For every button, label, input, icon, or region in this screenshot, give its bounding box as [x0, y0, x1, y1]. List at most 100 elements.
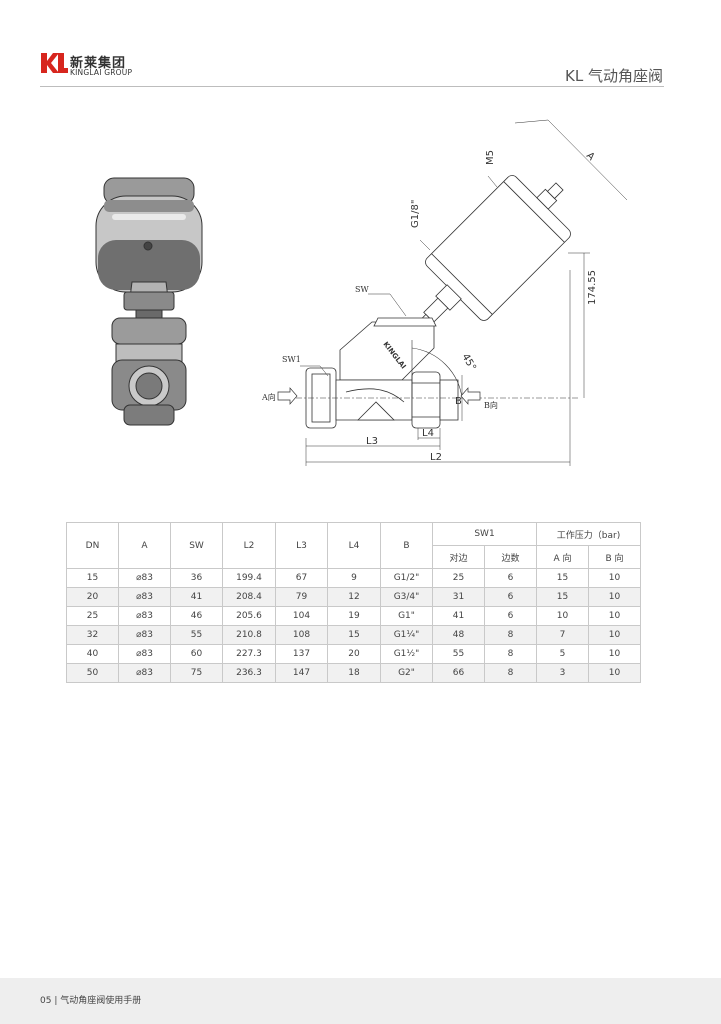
cell-sw1-sides: 6 — [484, 587, 537, 607]
col-header-sw1-sides: 边数 — [484, 545, 537, 569]
cell-l4: 19 — [327, 606, 381, 626]
technical-drawing: A M5 G1/8" 174.55 SW SW1 45° A向 B向 B L4 … — [0, 110, 721, 480]
dim-label-height: 174.55 — [587, 270, 598, 305]
cell-a: ⌀83 — [118, 663, 171, 683]
table-row: 50 ⌀83 75 236.3 147 18 G2" 66 8 3 10 — [66, 663, 642, 683]
cell-dn: 20 — [66, 587, 119, 607]
brand-name-en: KINGLAI GROUP — [70, 68, 133, 77]
cell-sw1-flat: 41 — [432, 606, 485, 626]
cell-pressure-a: 5 — [536, 644, 589, 664]
cell-l4: 15 — [327, 625, 381, 645]
cell-sw: 41 — [170, 587, 223, 607]
cell-l3: 67 — [275, 568, 328, 588]
cell-pressure-b: 10 — [587, 644, 642, 664]
dim-label-a: A — [584, 150, 597, 163]
col-header-b: B — [380, 522, 433, 569]
col-header-dn: DN — [66, 522, 119, 569]
cell-b: G1/2" — [380, 568, 433, 588]
cell-sw1-sides: 8 — [484, 663, 537, 683]
cell-dn: 50 — [66, 663, 119, 683]
dim-label-b: B — [455, 396, 462, 407]
cell-sw1-flat: 25 — [432, 568, 485, 588]
cell-pressure-a: 10 — [536, 606, 589, 626]
cell-l4: 9 — [327, 568, 381, 588]
cell-a: ⌀83 — [118, 644, 171, 664]
cell-dn: 32 — [66, 625, 119, 645]
cell-l3: 79 — [275, 587, 328, 607]
col-header-l3: L3 — [275, 522, 328, 569]
dim-label-m5: M5 — [485, 150, 496, 165]
cell-sw1-flat: 48 — [432, 625, 485, 645]
cell-pressure-a: 15 — [536, 568, 589, 588]
col-header-sw1-flat: 对边 — [432, 545, 485, 569]
cell-b: G1¼" — [380, 625, 433, 645]
table-row: 40 ⌀83 60 227.3 137 20 G1½" 55 8 5 10 — [66, 644, 642, 664]
page-footer: 05 | 气动角座阀使用手册 — [0, 978, 721, 1024]
flow-label-b: B向 — [484, 400, 498, 410]
cell-a: ⌀83 — [118, 568, 171, 588]
cell-sw: 60 — [170, 644, 223, 664]
cell-sw1-sides: 6 — [484, 606, 537, 626]
cell-pressure-b: 10 — [587, 587, 642, 607]
dim-label-angle: 45° — [459, 352, 477, 373]
col-header-pressure: 工作压力（bar) — [535, 522, 642, 546]
cell-sw: 46 — [170, 606, 223, 626]
cell-sw: 75 — [170, 663, 223, 683]
cell-dn: 25 — [66, 606, 119, 626]
cell-l3: 147 — [275, 663, 328, 683]
cell-a: ⌀83 — [118, 587, 171, 607]
table-row: 25 ⌀83 46 205.6 104 19 G1" 41 6 10 10 — [66, 606, 642, 626]
col-header-sw: SW — [170, 522, 223, 569]
cell-sw: 36 — [170, 568, 223, 588]
cell-l2: 205.6 — [222, 606, 276, 626]
col-header-a: A — [118, 522, 171, 569]
cell-l2: 227.3 — [222, 644, 276, 664]
cell-b: G2" — [380, 663, 433, 683]
cell-a: ⌀83 — [118, 606, 171, 626]
cell-sw1-sides: 8 — [484, 644, 537, 664]
col-header-l4: L4 — [327, 522, 381, 569]
cell-pressure-b: 10 — [587, 663, 642, 683]
cell-l2: 208.4 — [222, 587, 276, 607]
cell-sw1-sides: 8 — [484, 625, 537, 645]
cell-l4: 12 — [327, 587, 381, 607]
page-header: 新莱集团 KINGLAI GROUP KL 气动角座阀 — [0, 0, 721, 90]
cell-l2: 199.4 — [222, 568, 276, 588]
spec-table: DN A SW L2 L3 L4 B SW1 工作压力（bar) 对边 边数 A… — [66, 522, 642, 683]
cell-dn: 40 — [66, 644, 119, 664]
page-title: KL 气动角座阀 — [565, 67, 663, 85]
table-row: 32 ⌀83 55 210.8 108 15 G1¼" 48 8 7 10 — [66, 625, 642, 645]
cell-b: G3/4" — [380, 587, 433, 607]
cell-l2: 236.3 — [222, 663, 276, 683]
cell-b: G1½" — [380, 644, 433, 664]
cell-l3: 104 — [275, 606, 328, 626]
dim-label-sw1: SW1 — [282, 355, 301, 364]
cell-sw1-flat: 55 — [432, 644, 485, 664]
cell-sw: 55 — [170, 625, 223, 645]
dim-label-g18: G1/8" — [410, 200, 421, 228]
cell-pressure-a: 15 — [536, 587, 589, 607]
flow-label-a: A向 — [261, 392, 276, 402]
kl-logo-mark — [41, 53, 68, 73]
brand-name-cn: 新莱集团 — [70, 56, 127, 71]
cell-pressure-b: 10 — [587, 606, 642, 626]
table-row: 20 ⌀83 41 208.4 79 12 G3/4" 31 6 15 10 — [66, 587, 642, 607]
cell-sw1-sides: 6 — [484, 568, 537, 588]
header-divider — [40, 86, 664, 87]
cell-pressure-b: 10 — [587, 568, 642, 588]
cell-a: ⌀83 — [118, 625, 171, 645]
col-header-sw1: SW1 — [432, 522, 537, 546]
valve-front-view — [95, 177, 203, 426]
footer-page-label: 05 | 气动角座阀使用手册 — [40, 996, 142, 1006]
valve-side-view — [277, 119, 628, 466]
cell-l4: 18 — [327, 663, 381, 683]
dim-label-l3: L3 — [366, 436, 378, 447]
cell-l3: 137 — [275, 644, 328, 664]
cell-pressure-a: 7 — [536, 625, 589, 645]
cell-dn: 15 — [66, 568, 119, 588]
col-header-pressure-b: B 向 — [587, 545, 642, 569]
dim-label-l2: L2 — [430, 452, 442, 463]
cell-l3: 108 — [275, 625, 328, 645]
cell-b: G1" — [380, 606, 433, 626]
brand-logo: 新莱集团 KINGLAI GROUP — [40, 50, 150, 80]
